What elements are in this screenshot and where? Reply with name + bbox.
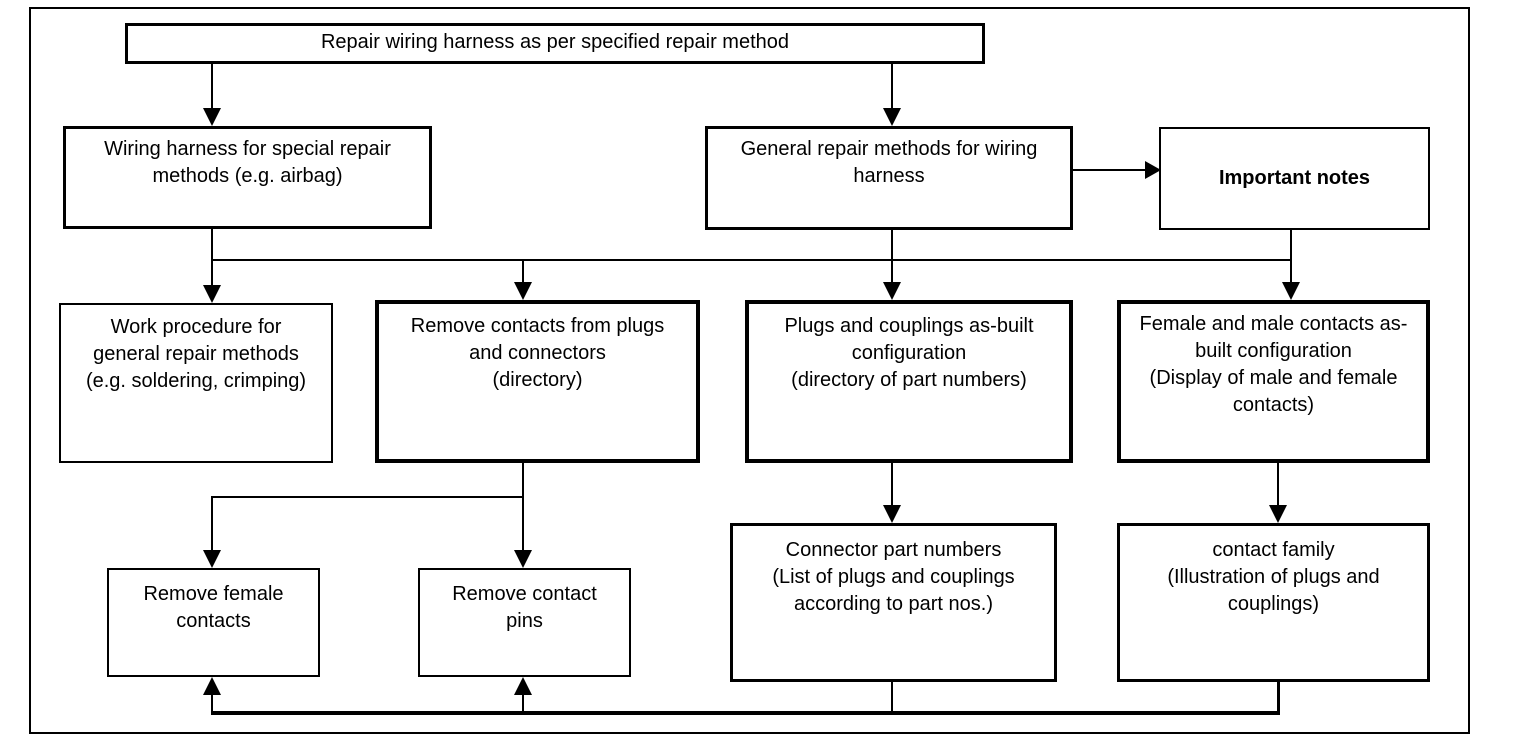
- arrowhead-down-icon: [883, 282, 901, 300]
- node-female-male-contacts-text: built configuration: [1195, 340, 1352, 362]
- node-connector-part-numbers-text: (List of plugs and couplings: [772, 566, 1015, 588]
- node-work-procedure-text: general repair methods: [93, 343, 299, 365]
- connector-line: [522, 498, 524, 551]
- arrowhead-up-icon: [203, 677, 221, 695]
- node-general-repair-text: harness: [853, 165, 925, 187]
- connector-line: [522, 694, 524, 712]
- node-remove-female-contacts-text: Remove female: [143, 583, 284, 605]
- connector-line: [1277, 463, 1279, 506]
- connector-line: [891, 463, 893, 506]
- node-connector-part-numbers-text: Connector part numbers: [785, 539, 1002, 561]
- node-root-text: Repair wiring harness as per specified r…: [320, 31, 789, 53]
- node-female-male-contacts: Female and male contacts as- built confi…: [1117, 300, 1430, 463]
- diagram-outer-frame: [29, 7, 1470, 734]
- connector-line: [211, 261, 213, 286]
- node-plugs-couplings-text: configuration: [851, 342, 967, 364]
- node-root: Repair wiring harness as per specified r…: [125, 23, 985, 64]
- branch-line: [211, 496, 524, 498]
- connector-line: [211, 64, 213, 110]
- connector-line: [1290, 261, 1292, 284]
- node-work-procedure-text: Work procedure for: [110, 316, 282, 338]
- connector-line: [891, 230, 893, 261]
- distribution-line: [211, 259, 1292, 261]
- node-remove-contact-pins: Remove contact pins: [418, 568, 631, 677]
- connector-line: [1290, 230, 1292, 261]
- feedback-line: [211, 711, 1280, 715]
- node-important-notes: Important notes: [1159, 127, 1430, 230]
- node-special-repair-text: methods (e.g. airbag): [152, 165, 343, 187]
- arrowhead-right-icon: [1145, 161, 1161, 179]
- arrowhead-down-icon: [883, 505, 901, 523]
- node-female-male-contacts-text: (Display of male and female: [1149, 367, 1398, 389]
- connector-line: [522, 261, 524, 284]
- node-important-notes-text: Important notes: [1218, 167, 1371, 189]
- node-general-repair-text: General repair methods for wiring: [740, 138, 1038, 160]
- node-contact-family-text: couplings): [1227, 593, 1320, 615]
- node-connector-part-numbers: Connector part numbers (List of plugs an…: [730, 523, 1057, 682]
- arrowhead-down-icon: [514, 282, 532, 300]
- arrowhead-down-icon: [883, 108, 901, 126]
- connector-line: [891, 64, 893, 110]
- node-plugs-couplings-text: (directory of part numbers): [791, 369, 1027, 391]
- arrowhead-down-icon: [203, 550, 221, 568]
- node-remove-female-contacts-text: contacts: [176, 610, 251, 632]
- arrowhead-down-icon: [1269, 505, 1287, 523]
- node-special-repair-text: Wiring harness for special repair: [104, 138, 391, 160]
- connector-line: [211, 229, 213, 261]
- node-contact-family-text: contact family: [1212, 539, 1335, 561]
- node-general-repair: General repair methods for wiring harnes…: [705, 126, 1073, 230]
- node-contact-family: contact family (Illustration of plugs an…: [1117, 523, 1430, 682]
- node-work-procedure: Work procedure for general repair method…: [59, 303, 333, 463]
- node-plugs-couplings: Plugs and couplings as-built configurati…: [745, 300, 1073, 463]
- node-work-procedure-text: (e.g. soldering, crimping): [85, 370, 307, 392]
- node-remove-contacts-text: and connectors: [469, 342, 606, 364]
- node-plugs-couplings-text: Plugs and couplings as-built: [784, 315, 1034, 337]
- connector-line: [1073, 169, 1147, 171]
- arrowhead-down-icon: [203, 285, 221, 303]
- connector-line: [522, 463, 524, 498]
- node-remove-contacts: Remove contacts from plugs and connector…: [375, 300, 700, 463]
- node-remove-contact-pins-text: pins: [506, 610, 543, 632]
- connector-line: [891, 261, 893, 284]
- node-remove-contacts-text: Remove contacts from plugs: [410, 315, 665, 337]
- arrowhead-down-icon: [1282, 282, 1300, 300]
- arrowhead-down-icon: [203, 108, 221, 126]
- connector-line: [1277, 682, 1280, 714]
- connector-line: [891, 682, 893, 714]
- connector-line: [211, 694, 213, 712]
- arrowhead-down-icon: [514, 550, 532, 568]
- node-female-male-contacts-text: contacts): [1232, 394, 1315, 416]
- node-remove-female-contacts: Remove female contacts: [107, 568, 320, 677]
- node-remove-contact-pins-text: Remove contact: [452, 583, 597, 605]
- node-female-male-contacts-text: Female and male contacts as-: [1139, 313, 1408, 335]
- node-remove-contacts-text: (directory): [492, 369, 583, 391]
- arrowhead-up-icon: [514, 677, 532, 695]
- connector-line: [211, 498, 213, 551]
- node-contact-family-text: (Illustration of plugs and: [1167, 566, 1380, 588]
- node-special-repair: Wiring harness for special repair method…: [63, 126, 432, 229]
- node-connector-part-numbers-text: according to part nos.): [794, 593, 993, 615]
